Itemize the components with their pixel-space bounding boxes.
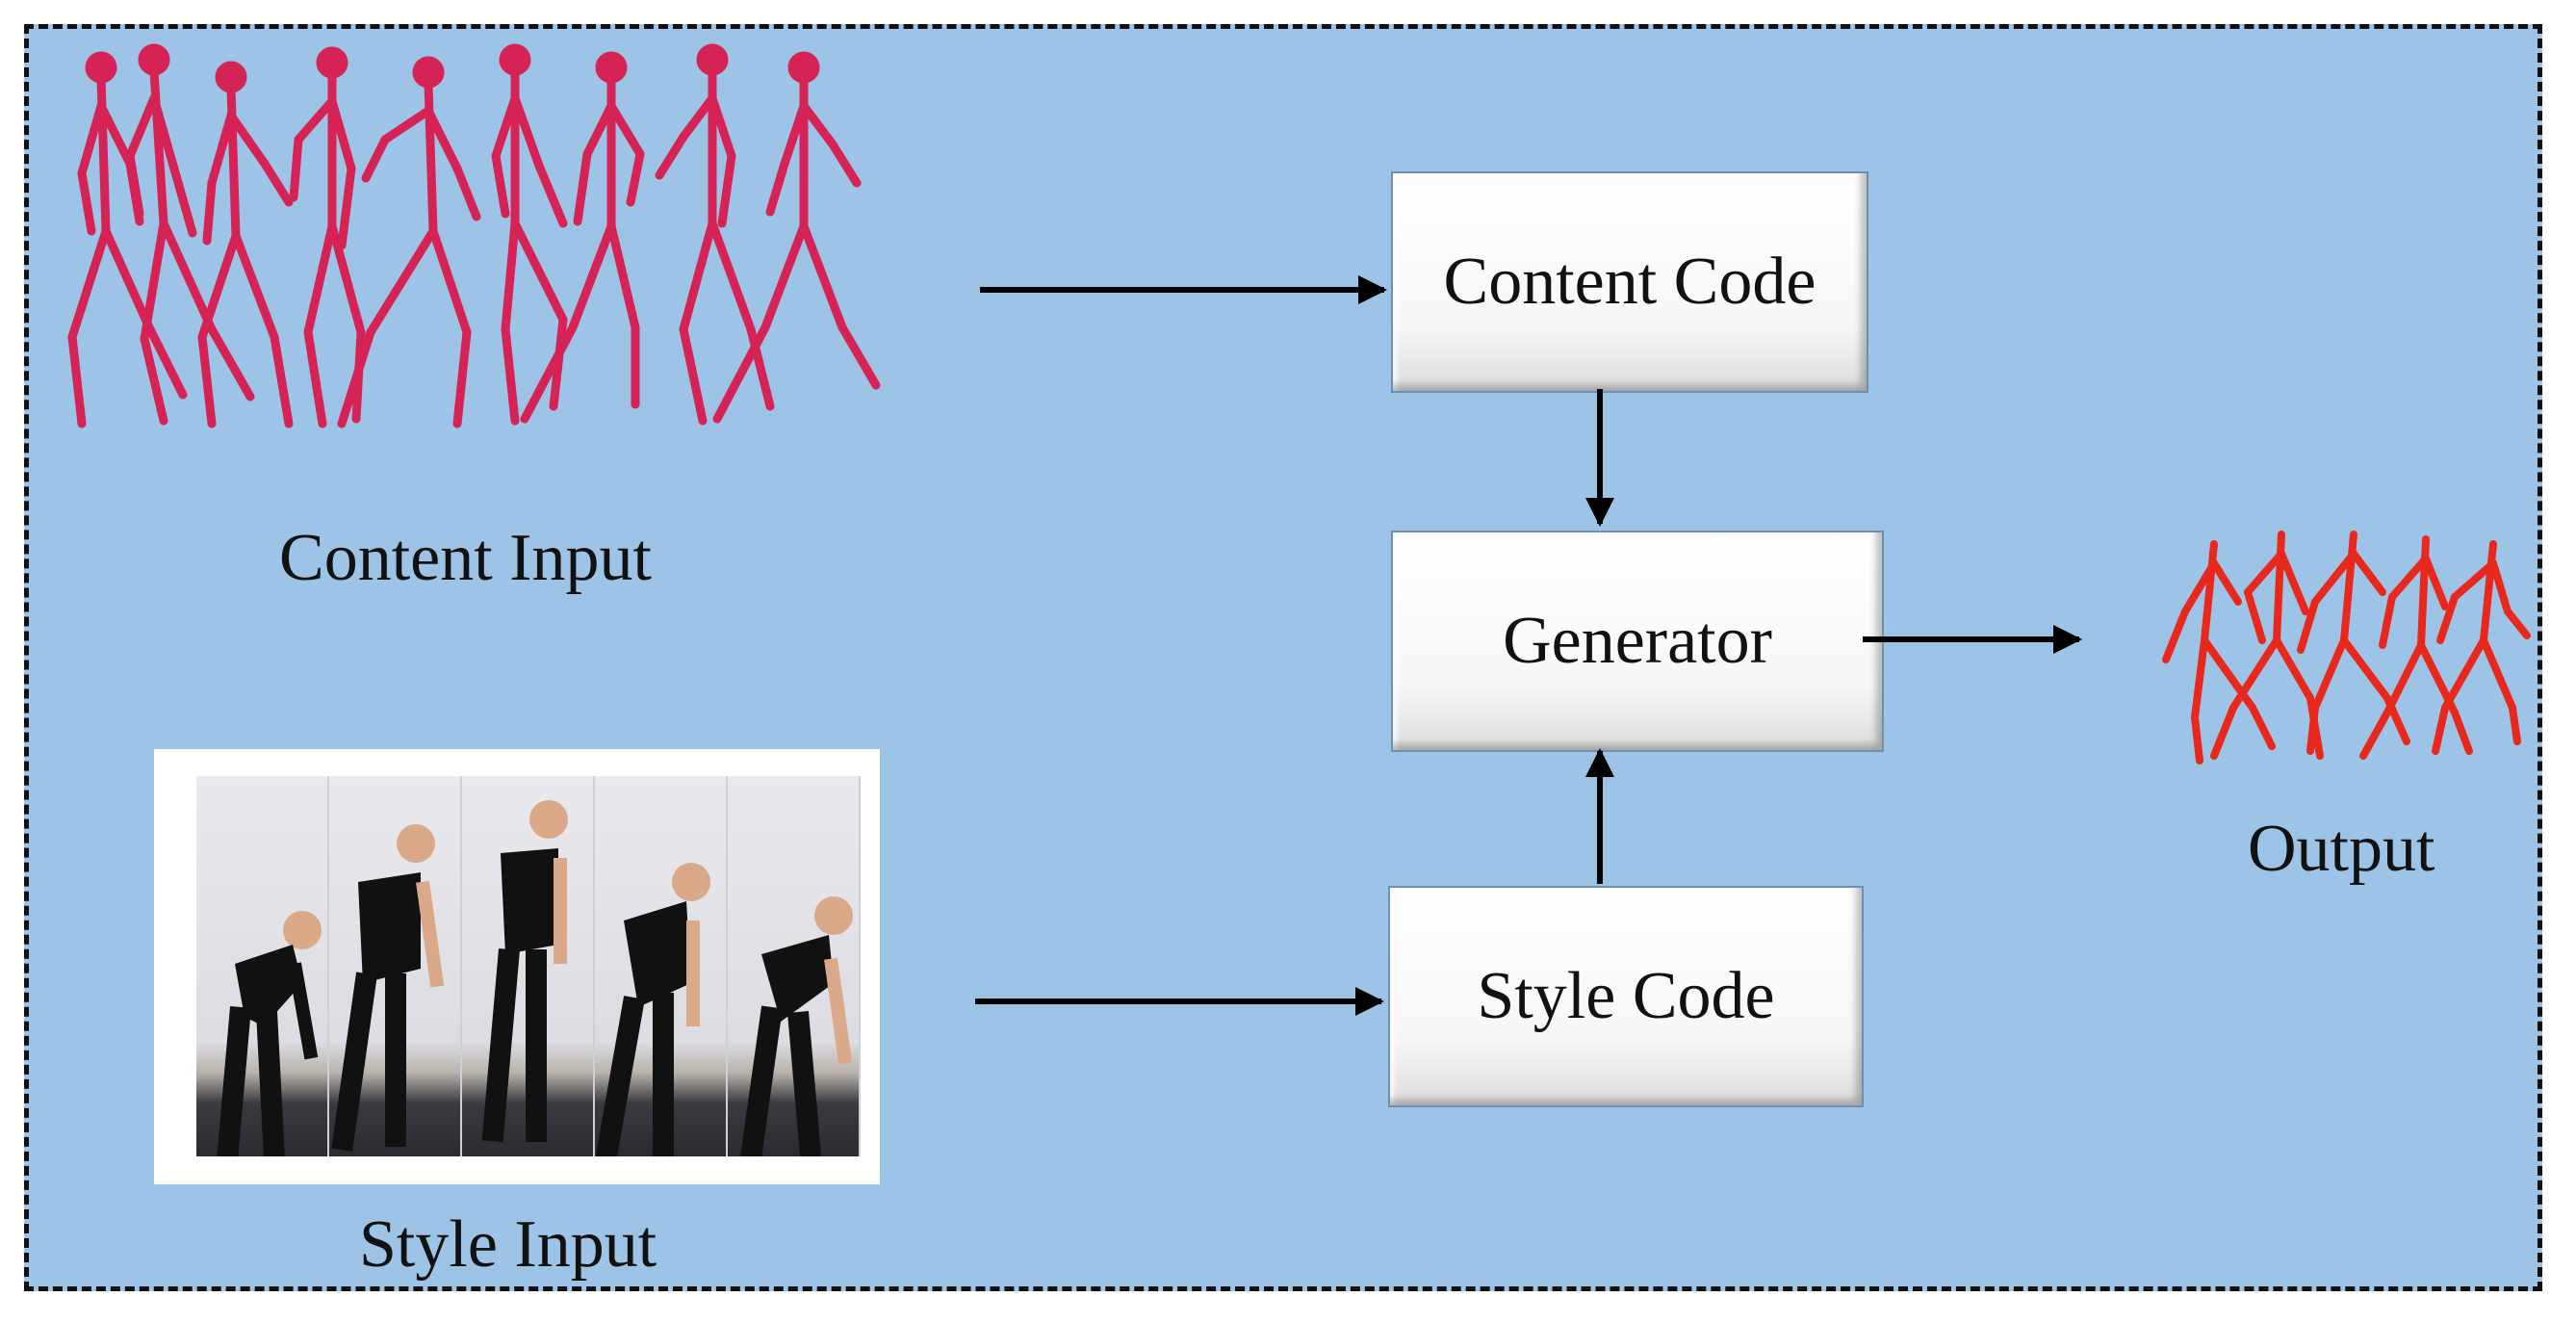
style-code-box: Style Code bbox=[1388, 886, 1864, 1107]
content-code-label: Content Code bbox=[1443, 245, 1816, 319]
person-figure bbox=[481, 800, 568, 1143]
person-figure bbox=[215, 911, 322, 1156]
content-code-box: Content Code bbox=[1391, 171, 1868, 393]
generator-box: Generator bbox=[1391, 531, 1884, 752]
content-input-label: Content Input bbox=[279, 521, 652, 595]
output-label: Output bbox=[2248, 812, 2435, 886]
person-figure bbox=[331, 824, 445, 1152]
style-input-label: Style Input bbox=[359, 1207, 657, 1282]
generator-label: Generator bbox=[1503, 604, 1772, 678]
person-figure bbox=[737, 896, 853, 1156]
style-input-image bbox=[154, 749, 880, 1184]
style-code-label: Style Code bbox=[1477, 959, 1775, 1033]
person-figure bbox=[595, 863, 710, 1156]
